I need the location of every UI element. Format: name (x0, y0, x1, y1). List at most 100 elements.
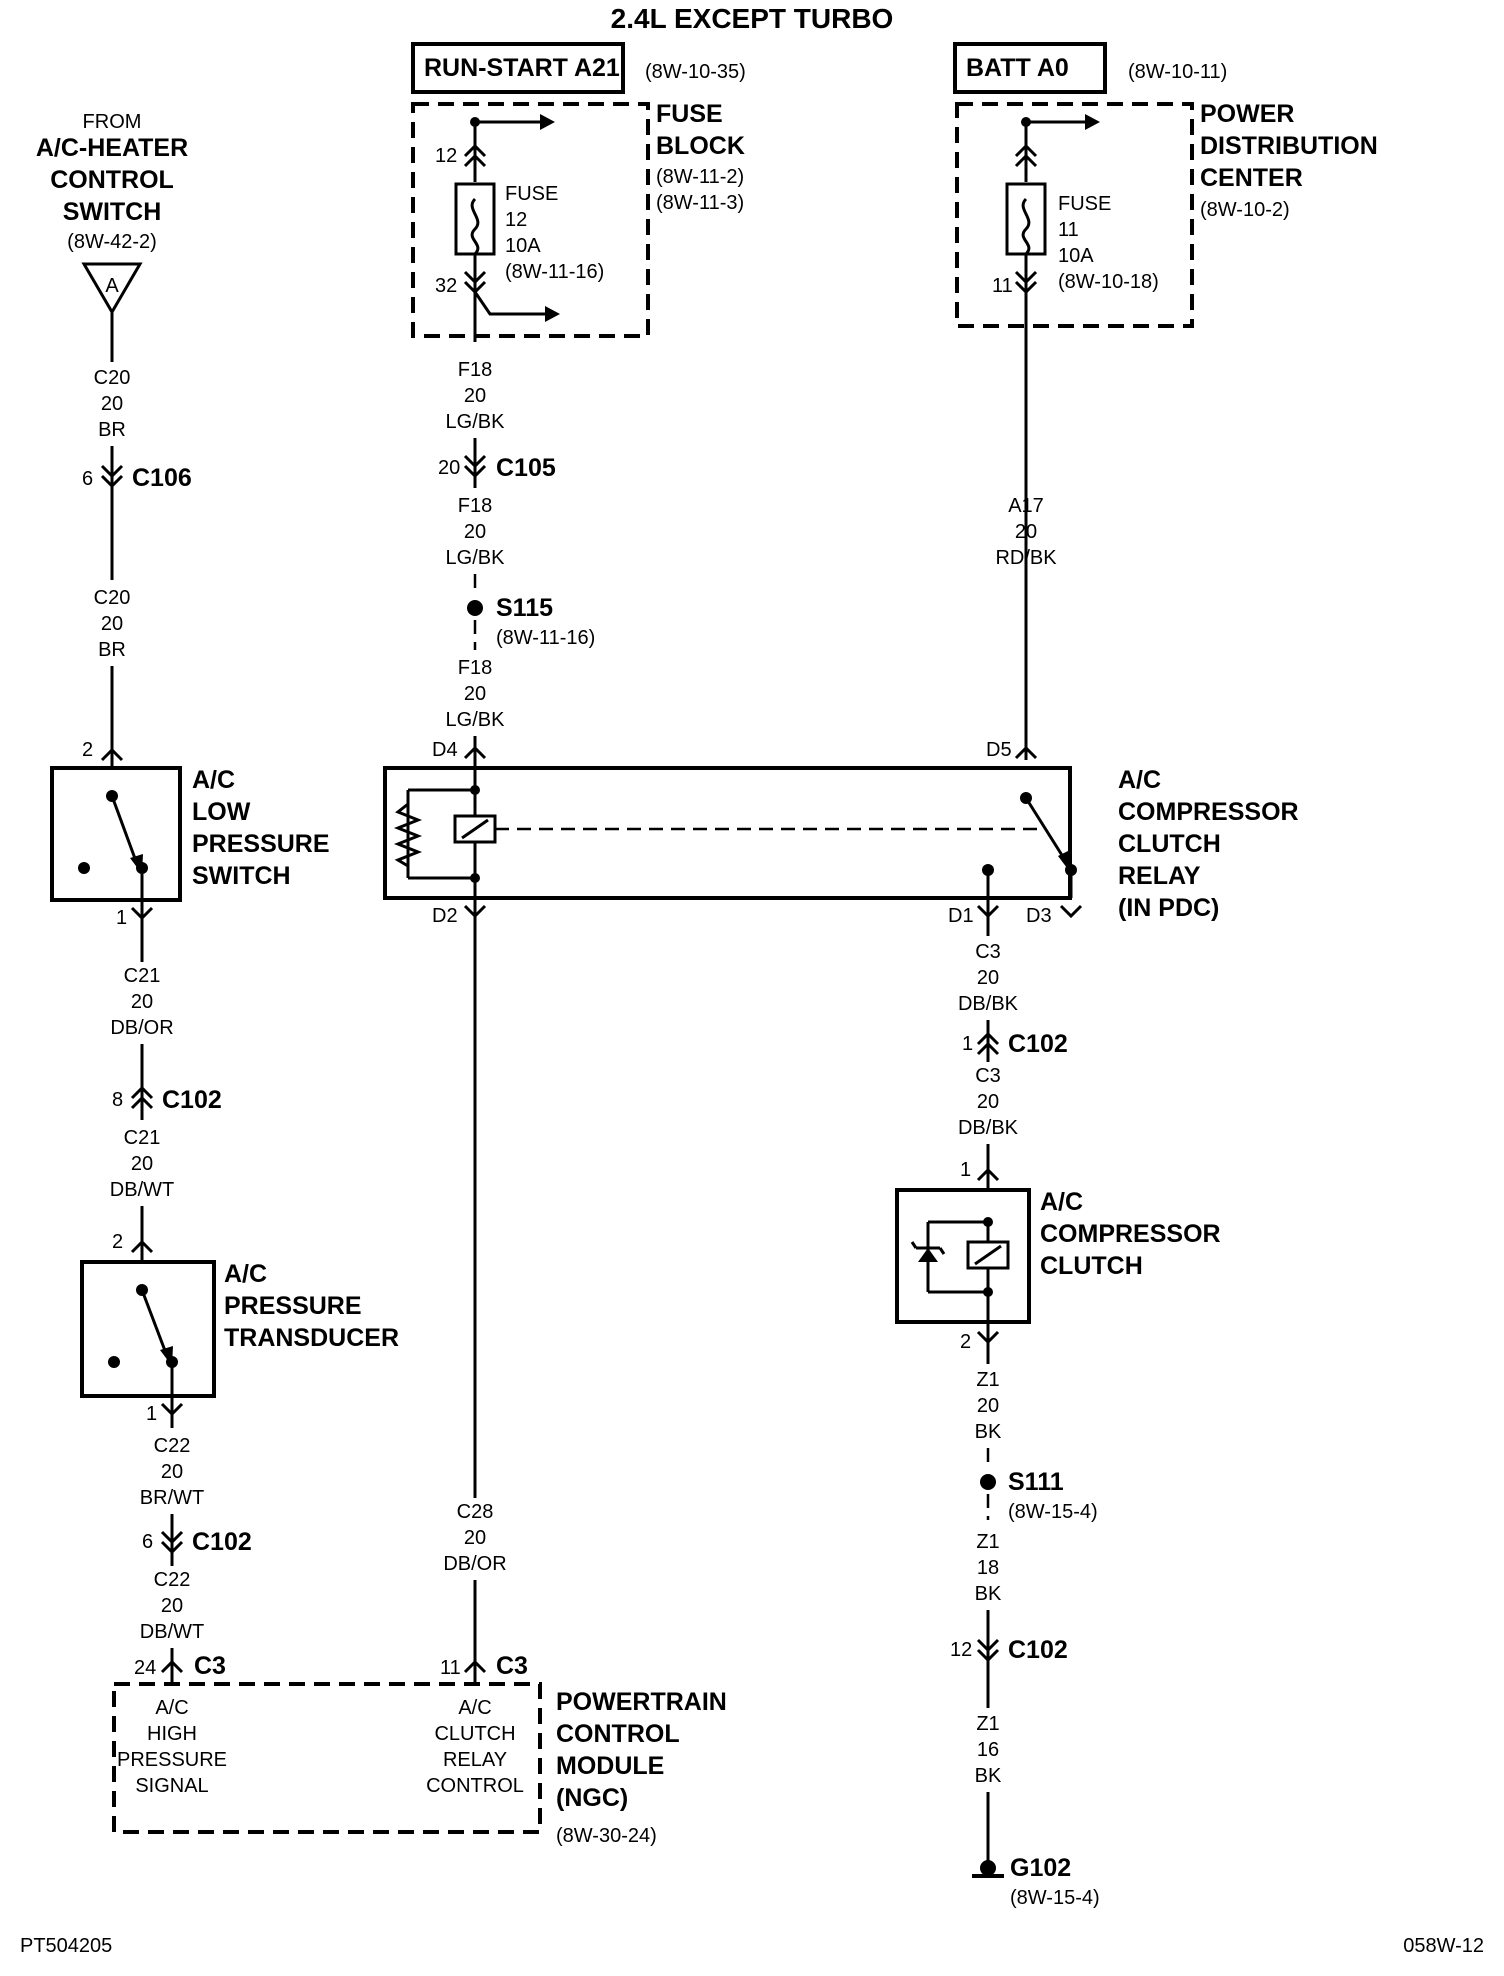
pcm-signal-1-line-1: A/C (155, 1697, 188, 1719)
pdc-pin-bottom: 11 (992, 275, 1013, 297)
fuse-12-rating: 10A (505, 235, 541, 257)
clutch-label-2: COMPRESSOR (1040, 1220, 1221, 1248)
low-switch-label-3: PRESSURE (192, 830, 330, 858)
fuse-block-title-1: FUSE (656, 100, 723, 128)
transducer-pin-2: 2 (112, 1231, 123, 1253)
wire-c21-gauge: 20 (131, 991, 153, 1013)
relay-pin-d1: D1 (948, 905, 974, 927)
wire-c21-code: C21 (124, 965, 161, 987)
wire-c22b-color: DB/WT (140, 1621, 204, 1643)
run-start-box (411, 42, 625, 94)
pcm-label-3: MODULE (556, 1752, 664, 1780)
wire-z1b-gauge: 18 (977, 1557, 999, 1579)
wire-c22b-gauge: 20 (161, 1595, 183, 1617)
wire-a17-gauge: 20 (1015, 521, 1037, 543)
relay-label-4: RELAY (1118, 862, 1201, 890)
transducer-pin-1: 1 (146, 1403, 157, 1425)
wire-c21b-gauge: 20 (131, 1153, 153, 1175)
wire-a17-color: RD/BK (995, 547, 1057, 569)
s111-splice (980, 1474, 996, 1490)
diagram-title: 2.4L EXCEPT TURBO (611, 3, 894, 34)
pcm-label-2: CONTROL (556, 1720, 680, 1748)
wire-c3-color: DB/BK (958, 993, 1019, 1015)
c106-label: C106 (132, 464, 192, 492)
c106-pin: 6 (82, 468, 93, 490)
wire-f18c-gauge: 20 (464, 683, 486, 705)
wire-c20b-code: C20 (94, 587, 131, 609)
pdc-title-2: DISTRIBUTION (1200, 132, 1378, 160)
pcm-signal-1-line-3: PRESSURE (117, 1749, 227, 1771)
relay-pin-d2: D2 (432, 905, 458, 927)
clutch-label-1: A/C (1040, 1188, 1083, 1216)
pcm-signal-2-line-4: CONTROL (426, 1775, 524, 1797)
c102-pin-6: 6 (142, 1531, 153, 1553)
c105-pin: 20 (438, 457, 460, 479)
wire-c3-code: C3 (975, 941, 1001, 963)
clutch-label-3: CLUTCH (1040, 1252, 1143, 1280)
footer-left-code: PT504205 (20, 1935, 112, 1957)
wire-c21b-code: C21 (124, 1127, 161, 1149)
pdc-ref: (8W-10-2) (1200, 199, 1290, 221)
transducer-label-2: PRESSURE (224, 1292, 362, 1320)
relay-label-1: A/C (1118, 766, 1161, 794)
ground-icon (972, 1860, 1004, 1878)
connector-a-triangle (81, 262, 143, 315)
relay-label-5: (IN PDC) (1118, 894, 1219, 922)
wire-a17-code: A17 (1008, 495, 1044, 517)
wire-c20-color: BR (98, 419, 126, 441)
pcm-signal-2-line-2: CLUTCH (434, 1723, 515, 1745)
low-switch-pin-1: 1 (116, 907, 127, 929)
hvac-label-1: A/C-HEATER (36, 134, 188, 162)
clutch-pin-2: 2 (960, 1331, 971, 1353)
fuse-block-pin-bottom: 32 (435, 275, 457, 297)
clutch-diode (918, 1248, 938, 1262)
fuse-block-title-2: BLOCK (656, 132, 745, 160)
relay-label-2: COMPRESSOR (1118, 798, 1299, 826)
relay-label-3: CLUTCH (1118, 830, 1221, 858)
wire-c3b-gauge: 20 (977, 1091, 999, 1113)
fuse-12-number: 12 (505, 209, 527, 231)
powertrain-control-module: A/C HIGH PRESSURE SIGNAL A/C CLUTCH RELA… (112, 1682, 727, 1847)
hvac-ref: (8W-42-2) (67, 231, 157, 253)
footer-right-code: 058W-12 (1403, 1935, 1484, 1957)
c102-label-1: C102 (1008, 1030, 1068, 1058)
pcm-label-4: (NGC) (556, 1784, 628, 1812)
pcm-label-1: POWERTRAIN (556, 1688, 727, 1716)
batt-box (953, 42, 1107, 94)
wire-c21b-color: DB/WT (110, 1179, 174, 1201)
fuse-block-ref-1: (8W-11-2) (656, 166, 744, 188)
low-switch-label-1: A/C (192, 766, 235, 794)
pdc-title-3: CENTER (1200, 164, 1303, 192)
s115-splice (467, 600, 483, 616)
hvac-control-switch-source: FROM A/C-HEATER CONTROL SWITCH (8W-42-2)… (36, 111, 188, 315)
fuse-block: 12 32 FUSE 12 10A (8W-11-16) FUSE BLOCK … (411, 100, 745, 342)
wire-f18c-color: LG/BK (446, 709, 506, 731)
wire-f18b-gauge: 20 (464, 521, 486, 543)
s111-ref: (8W-15-4) (1008, 1501, 1098, 1523)
c3-label-24: C3 (194, 1652, 226, 1680)
c102-label-8: C102 (162, 1086, 222, 1114)
run-start-label: RUN-START A21 (424, 54, 620, 82)
hvac-label-2: CONTROL (50, 166, 174, 194)
wire-z1-color: BK (975, 1421, 1002, 1443)
c102-label-6: C102 (192, 1528, 252, 1556)
relay-pin-d4: D4 (432, 739, 458, 761)
wire-z1b-color: BK (975, 1583, 1002, 1605)
wire-f18-gauge: 20 (464, 385, 486, 407)
pdc-title-1: POWER (1200, 100, 1294, 128)
g102-label: G102 (1010, 1854, 1071, 1882)
pcm-ref: (8W-30-24) (556, 1825, 657, 1847)
fuse-12-label: FUSE (505, 183, 558, 205)
ac-compressor-clutch: A/C COMPRESSOR CLUTCH (895, 1188, 1221, 1324)
fuse-11-label: FUSE (1058, 193, 1111, 215)
connector-a-letter: A (105, 275, 119, 297)
s115-label: S115 (496, 594, 553, 622)
run-start-ref: (8W-10-35) (645, 61, 746, 83)
transducer-label-1: A/C (224, 1260, 267, 1288)
low-switch-pin-2: 2 (82, 739, 93, 761)
fuse-block-ref-2: (8W-11-3) (656, 192, 744, 214)
pcm-signal-1-line-2: HIGH (147, 1723, 197, 1745)
low-switch-label-4: SWITCH (192, 862, 291, 890)
wire-c20b-color: BR (98, 639, 126, 661)
